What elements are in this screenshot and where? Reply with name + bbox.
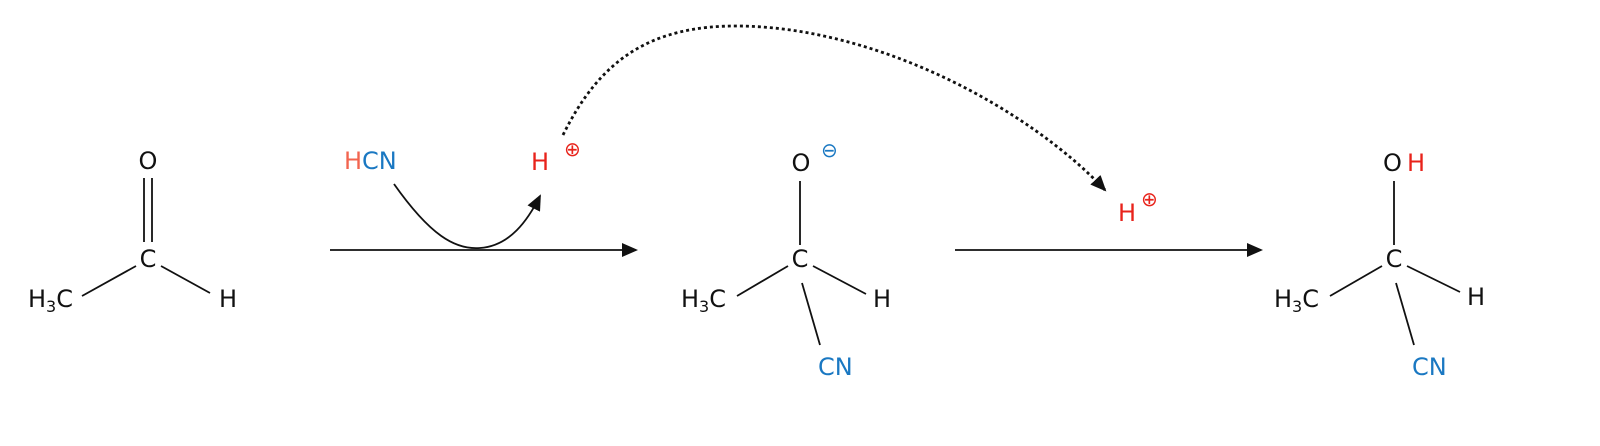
- atom-carbon: C: [1386, 245, 1403, 273]
- plus-charge-icon: ⊕: [1141, 187, 1158, 211]
- atom-oxygen: O: [792, 149, 811, 177]
- intermediate-alkoxide: O ⊖ C H3C H CN: [681, 138, 891, 381]
- bond-methyl: [736, 265, 789, 297]
- curved-electron-arrow: [393, 183, 541, 250]
- bond-cyano: [801, 282, 821, 346]
- bond-hydrogen: [1406, 265, 1461, 293]
- methyl-group: H3C: [681, 285, 726, 316]
- atom-carbon: C: [792, 245, 809, 273]
- hcn-label: HCN: [344, 147, 397, 175]
- bond-methyl: [81, 265, 137, 297]
- bond-methyl: [1329, 265, 1383, 297]
- reactant-acetaldehyde: O C H3C H: [28, 147, 237, 316]
- reagent-hcn: HCN: [344, 147, 397, 175]
- plus-charge-icon: ⊕: [564, 137, 581, 161]
- dotted-proton-transfer-arrow: [561, 24, 1107, 192]
- atom-hydrogen: H: [219, 285, 237, 313]
- atom-oxygen: O: [139, 147, 158, 175]
- cyano-group: CN: [818, 353, 853, 381]
- atom-hydrogen: H: [873, 285, 891, 313]
- proton-1: H ⊕: [531, 137, 581, 176]
- methyl-group: H3C: [1274, 285, 1319, 316]
- proton-2: H ⊕: [1118, 187, 1158, 227]
- atom-carbon: C: [140, 245, 157, 273]
- cyano-group: CN: [1412, 353, 1447, 381]
- proton-h: H: [531, 148, 549, 176]
- product-cyanohydrin: O H C H3C H CN: [1274, 149, 1485, 381]
- atom-oxygen: O: [1383, 149, 1402, 177]
- bond-cyano: [1395, 282, 1415, 346]
- bond-hydrogen: [160, 265, 211, 294]
- atom-hydrogen: H: [1467, 283, 1485, 311]
- hydroxyl-hydrogen: H: [1407, 149, 1425, 177]
- minus-charge-icon: ⊖: [821, 138, 838, 162]
- bond-hydrogen: [812, 265, 867, 295]
- methyl-group: H3C: [28, 285, 73, 316]
- proton-h: H: [1118, 199, 1136, 227]
